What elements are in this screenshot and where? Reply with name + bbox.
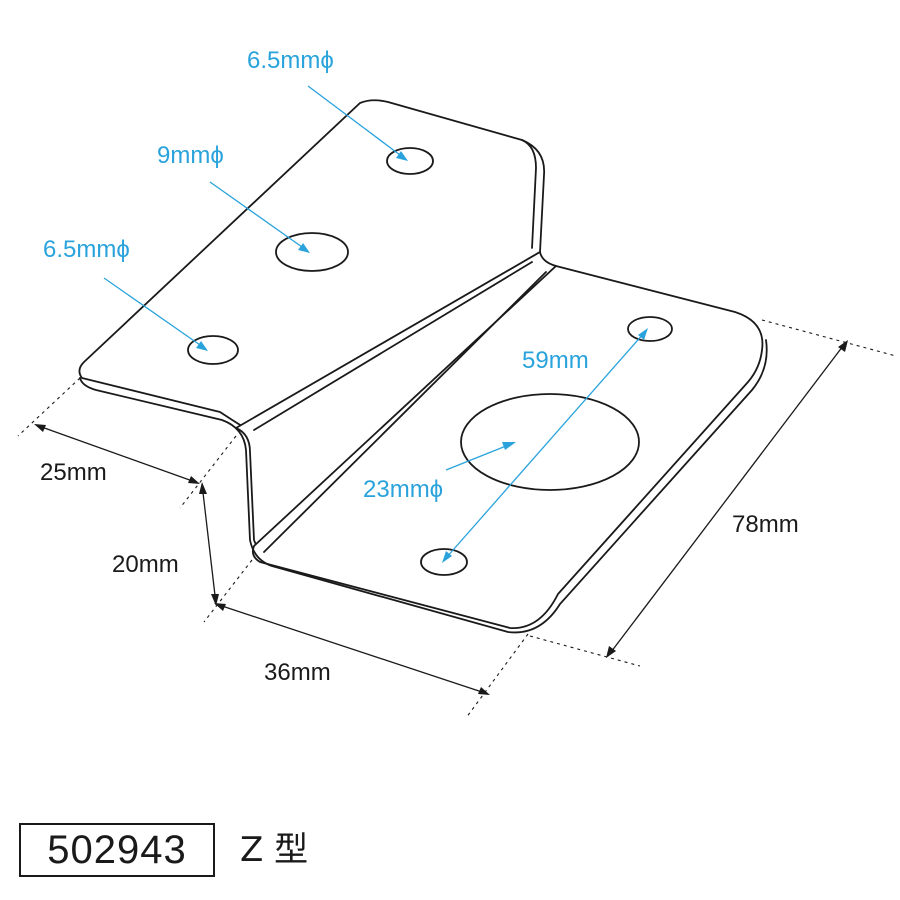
label-flange-width: 25mm xyxy=(40,459,107,486)
dim-25-arrow-a xyxy=(34,424,46,432)
ext-25-right xyxy=(179,435,237,509)
dim-25-arrow-b xyxy=(188,476,200,484)
leader-left-hole xyxy=(103,277,201,346)
leader-center-hole xyxy=(209,181,303,248)
spacing-arrow-bottom xyxy=(442,551,452,563)
label-hole-spacing: 59mm xyxy=(522,347,589,374)
leader-big-hole xyxy=(445,445,507,471)
ext-78-top xyxy=(761,319,897,357)
type-label: Z 型 xyxy=(240,830,309,870)
dim-20 xyxy=(201,483,217,605)
ext-25-left xyxy=(17,377,81,437)
spacing-line-59 xyxy=(445,332,645,559)
dim-78 xyxy=(607,341,847,657)
label-base-length: 78mm xyxy=(732,511,799,538)
dim-78-arrow-b xyxy=(606,646,616,658)
center-medium-hole xyxy=(275,232,349,272)
part-number-box: 502943 xyxy=(19,823,215,877)
ext-36-right xyxy=(465,633,529,719)
label-center-hole: 9mmϕ xyxy=(157,142,224,169)
dim-20-arrow-a xyxy=(199,482,207,494)
dim-36-arrow-b xyxy=(478,687,490,695)
label-left-hole: 6.5mmϕ xyxy=(43,236,130,263)
arrow-center-hole xyxy=(298,243,310,253)
top-bend-line xyxy=(521,139,537,249)
base-left-small-hole xyxy=(420,548,468,576)
web-bottom-bend-line xyxy=(263,271,547,553)
leader-top-hole xyxy=(307,85,401,156)
ext-20-bottom xyxy=(203,559,253,623)
dim-78-arrow-a xyxy=(838,340,848,352)
arrow-top-hole xyxy=(396,151,408,161)
dim-36-arrow-a xyxy=(214,603,226,611)
arrow-big-hole xyxy=(502,442,516,450)
ext-78-bottom xyxy=(529,635,641,667)
spacing-arrow-top xyxy=(638,328,648,340)
label-top-hole: 6.5mmϕ xyxy=(247,47,334,74)
web-top-bend-line xyxy=(253,261,533,431)
dim-25 xyxy=(35,424,199,484)
label-base-width: 36mm xyxy=(264,659,331,686)
flange-front-edge xyxy=(79,339,768,634)
dim-36 xyxy=(215,603,489,695)
top-small-hole xyxy=(386,147,434,175)
arrow-left-hole xyxy=(196,341,208,351)
label-big-hole: 23mmϕ xyxy=(363,476,443,503)
base-right-small-hole xyxy=(627,316,673,342)
label-step-height: 20mm xyxy=(112,551,179,578)
dim-20-arrow-b xyxy=(211,594,219,606)
base-large-hole xyxy=(460,393,640,491)
left-small-hole xyxy=(187,335,239,365)
